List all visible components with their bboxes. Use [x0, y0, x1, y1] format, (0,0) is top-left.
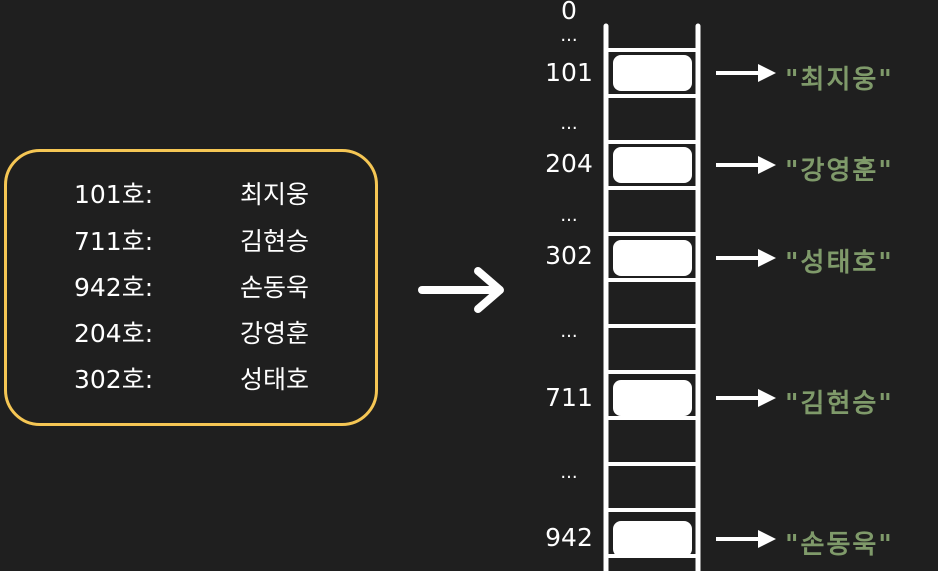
entry-value: "성태호": [785, 248, 894, 278]
arrow-right-icon: [418, 267, 504, 313]
filled-cell: [613, 380, 692, 416]
room-number: 711호:: [74, 227, 154, 256]
index-label: 101: [545, 58, 593, 87]
arrow-head: [758, 530, 776, 548]
resident-name: 손동욱: [240, 273, 310, 302]
resident-name: 최지웅: [240, 180, 310, 209]
filled-cell: [613, 521, 692, 557]
list-item: 204호: 강영훈: [74, 317, 334, 351]
room-number: 942호:: [74, 273, 154, 302]
room-number: 204호:: [74, 319, 154, 348]
resident-name: 김현승: [240, 227, 310, 256]
arrow-right-icon: [716, 530, 776, 548]
table-ladder: [603, 23, 701, 571]
filled-cells: [613, 55, 692, 557]
room-number: 101호:: [74, 180, 154, 209]
arrow-head: [758, 249, 776, 267]
arrow-head: [474, 267, 504, 313]
room-list-box: 101호: 최지웅 711호: 김현승 942호: 손동욱 204호: 강영훈 …: [4, 149, 378, 426]
entry-arrows: [716, 64, 776, 548]
ellipsis: ...: [560, 321, 578, 342]
entry-value: "강영훈": [785, 156, 894, 186]
filled-cell: [613, 147, 692, 183]
arrow-right-icon: [716, 64, 776, 82]
list-item: 942호: 손동욱: [74, 271, 334, 305]
arrow-head: [758, 64, 776, 82]
index-start-label: 0: [561, 0, 577, 25]
arrow-right-icon: [716, 249, 776, 267]
entry-value: "김현승": [785, 389, 894, 419]
entry-value: "손동욱": [785, 530, 894, 560]
index-label: 204: [545, 149, 593, 178]
list-item: 302호: 성태호: [74, 363, 334, 397]
arrow-head: [758, 156, 776, 174]
list-item: 101호: 최지웅: [74, 178, 334, 212]
arrow-right-icon: [716, 156, 776, 174]
index-label: 942: [545, 523, 593, 552]
filled-cell: [613, 240, 692, 276]
ellipsis: ...: [560, 113, 578, 134]
ellipsis: ...: [560, 205, 578, 226]
resident-name: 성태호: [240, 365, 310, 394]
list-item: 711호: 김현승: [74, 225, 334, 259]
resident-name: 강영훈: [240, 319, 310, 348]
ellipsis: ...: [560, 462, 578, 483]
ellipsis: ...: [560, 25, 578, 46]
ladder-rungs: [606, 48, 698, 558]
filled-cell: [613, 55, 692, 91]
arrow-head: [758, 389, 776, 407]
arrow-right-icon: [716, 389, 776, 407]
entry-value: "최지웅": [785, 65, 894, 95]
index-label: 711: [545, 383, 593, 412]
index-label: 302: [545, 241, 593, 270]
room-number: 302호:: [74, 365, 154, 394]
